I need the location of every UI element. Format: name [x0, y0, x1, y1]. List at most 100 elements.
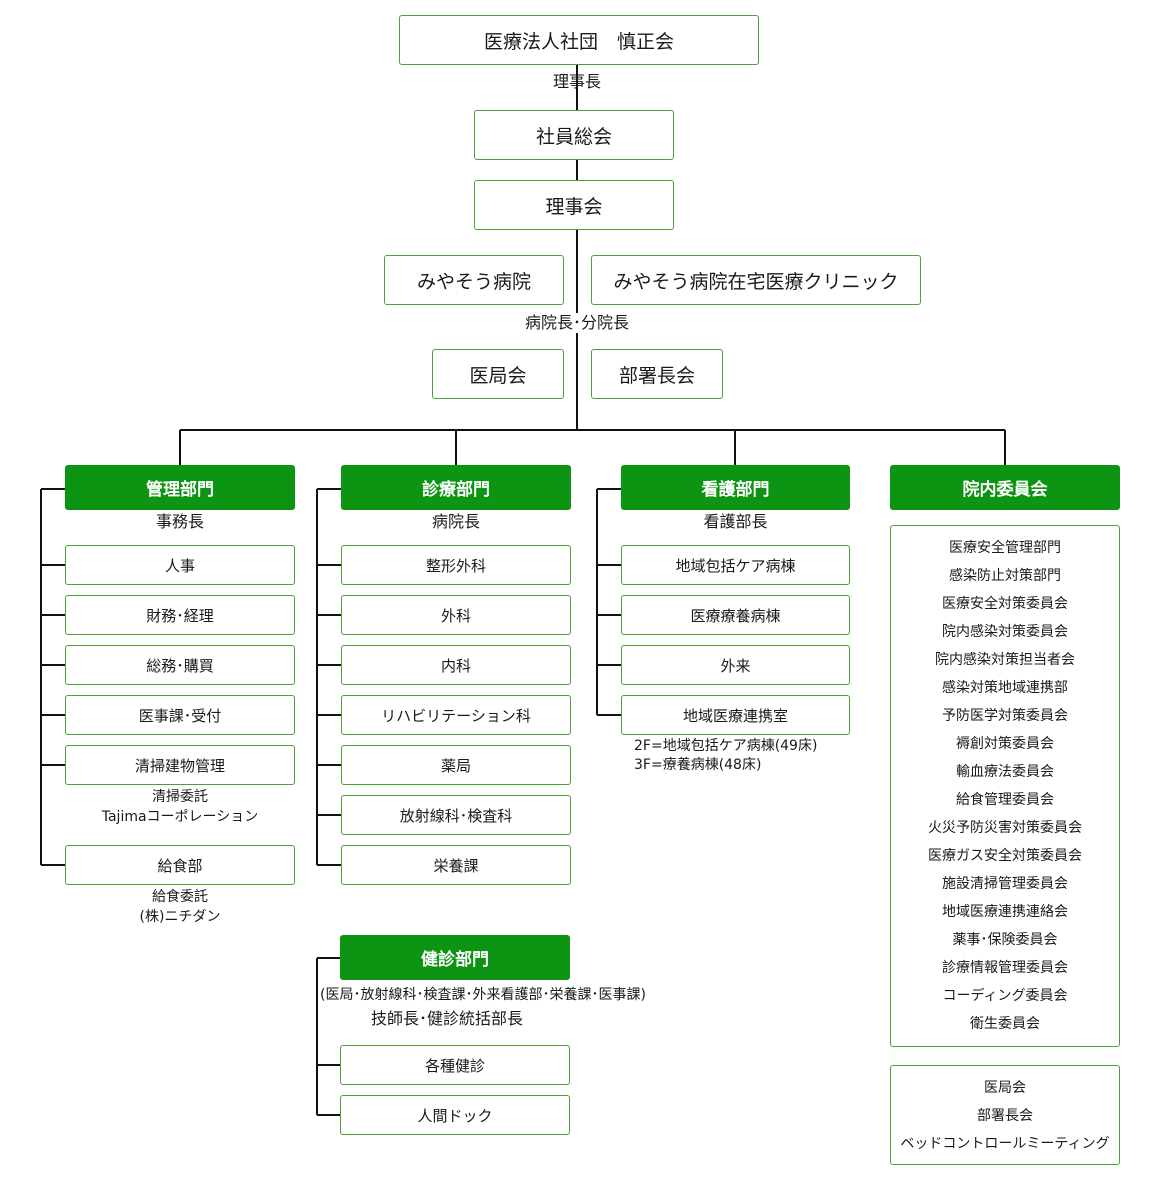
nursing-item-label: 外来: [720, 656, 751, 675]
committee-item: 給食管理委員会: [956, 792, 1054, 808]
meeting-item: ベッドコントロールミーティング: [900, 1136, 1110, 1152]
committee-item: 衛生委員会: [970, 1016, 1040, 1032]
nursing-item: 地域包括ケア病棟: [621, 545, 850, 585]
committee-item: 医療安全対策委員会: [942, 596, 1068, 612]
nursing-note-2: 3F=療養病棟(48床): [634, 757, 762, 773]
hospital-box: みやそう病院: [384, 255, 564, 305]
committee-item: 診療情報管理委員会: [942, 960, 1068, 976]
management-item-label: 清掃建物管理: [134, 756, 225, 775]
checkup-item-label: 各種健診: [424, 1056, 485, 1075]
committee-item: 予防医学対策委員会: [942, 708, 1068, 724]
committee-item: コーディング委員会: [942, 988, 1068, 1004]
committee-item: 褥創対策委員会: [956, 736, 1054, 752]
general-meeting-label: 社員総会: [535, 125, 612, 148]
board-box: 理事会: [474, 180, 674, 230]
checkup-item-label: 人間ドック: [417, 1106, 493, 1125]
committee-item: 医療ガス安全対策委員会: [928, 848, 1082, 864]
medical-item: 栄養課: [341, 845, 571, 885]
nursing-header: 看護部門: [621, 465, 850, 510]
medical-head: 病院長: [431, 512, 480, 531]
medical-office-box: 医局会: [432, 349, 564, 399]
medical-item: 薬局: [341, 745, 571, 785]
cleaning-note-1: 清掃委託: [152, 789, 208, 805]
medical-item-label: リハビリテーション科: [381, 706, 531, 725]
nursing-title: 看護部門: [701, 480, 770, 500]
management-head: 事務長: [155, 512, 204, 531]
nursing-item-label: 地域包括ケア病棟: [675, 556, 796, 575]
medical-item-label: 外科: [440, 606, 471, 625]
management-header: 管理部門: [65, 465, 295, 510]
chairman-label: 理事長: [552, 72, 601, 91]
management-item: 財務･経理: [65, 595, 295, 635]
management-item-label: 医事課･受付: [138, 706, 222, 725]
medical-office-label: 医局会: [469, 364, 527, 387]
medical-item-label: 整形外科: [425, 556, 486, 575]
directors-label: 病院長･分院長: [497, 313, 657, 333]
clinic-label: みやそう病院在宅医療クリニック: [613, 270, 899, 293]
dept-heads-box: 部署長会: [591, 349, 723, 399]
committee-item: 感染防止対策部門: [949, 568, 1061, 584]
food-note-1: 給食委託: [152, 889, 208, 905]
management-title: 管理部門: [146, 480, 214, 500]
management-item-label: 給食部: [157, 856, 203, 875]
medical-item-label: 薬局: [440, 756, 471, 775]
medical-item: リハビリテーション科: [341, 695, 571, 735]
hospital-label: みやそう病院: [416, 270, 531, 293]
nursing-head: 看護部長: [703, 512, 768, 531]
committee-item: 輸血療法委員会: [956, 764, 1054, 780]
committee-item: 薬事･保険委員会: [952, 932, 1058, 948]
corporation-name: 医療法人社団 慎正会: [483, 30, 674, 53]
nursing-item: 医療療養病棟: [621, 595, 850, 635]
general-meeting-box: 社員総会: [474, 110, 674, 160]
checkup-item: 各種健診: [340, 1045, 570, 1085]
committee-item: 火災予防災害対策委員会: [928, 820, 1082, 836]
medical-item-label: 放射線科･検査科: [399, 806, 513, 825]
management-item-label: 財務･経理: [146, 606, 214, 625]
medical-item-label: 内科: [440, 656, 471, 675]
corporation-box: 医療法人社団 慎正会: [399, 15, 759, 65]
meeting-list: 医局会 部署長会 ベッドコントロールミーティング: [890, 1065, 1120, 1165]
nursing-item: 地域医療連携室: [621, 695, 850, 735]
nursing-item-label: 医療療養病棟: [690, 606, 781, 625]
committee-title: 院内委員会: [962, 480, 1048, 500]
checkup-item: 人間ドック: [340, 1095, 570, 1135]
management-item: 総務･購買: [65, 645, 295, 685]
meeting-item: 部署長会: [977, 1108, 1033, 1124]
cleaning-note-2: Tajimaコーポレーション: [101, 809, 259, 825]
management-item: 人事: [65, 545, 295, 585]
medical-item: 外科: [341, 595, 571, 635]
committee-header: 院内委員会: [890, 465, 1120, 510]
food-note-2: (株)ニチダン: [139, 909, 221, 925]
management-item: 医事課･受付: [65, 695, 295, 735]
committee-item: 感染対策地域連携部: [942, 680, 1068, 696]
nursing-note-1: 2F=地域包括ケア病棟(49床): [634, 738, 818, 754]
meeting-item: 医局会: [984, 1080, 1026, 1096]
nursing-item: 外来: [621, 645, 850, 685]
committee-item: 施設清掃管理委員会: [942, 876, 1068, 892]
management-item-label: 人事: [164, 556, 195, 575]
medical-title: 診療部門: [422, 480, 490, 500]
medical-item: 整形外科: [341, 545, 571, 585]
clinic-box: みやそう病院在宅医療クリニック: [591, 255, 921, 305]
management-item-label: 総務･購買: [146, 656, 214, 675]
committee-item: 院内感染対策委員会: [942, 624, 1068, 640]
medical-item: 放射線科･検査科: [341, 795, 571, 835]
committee-item: 地域医療連携連絡会: [942, 904, 1068, 920]
medical-header: 診療部門: [341, 465, 571, 510]
checkup-header: 健診部門: [340, 935, 570, 980]
management-item: 給食部: [65, 845, 295, 885]
checkup-head: 技師長･健診統括部長: [371, 1009, 524, 1028]
board-label: 理事会: [545, 195, 603, 218]
nursing-item-label: 地域医療連携室: [682, 706, 788, 725]
dept-heads-label: 部署長会: [618, 364, 695, 387]
medical-item-label: 栄養課: [433, 856, 479, 875]
checkup-members: (医局･放射線科･検査課･外来看護部･栄養課･医事課): [320, 987, 646, 1003]
management-item: 清掃建物管理: [65, 745, 295, 785]
medical-item: 内科: [341, 645, 571, 685]
committee-item: 院内感染対策担当者会: [935, 652, 1075, 668]
checkup-title: 健診部門: [421, 950, 489, 970]
committee-item: 医療安全管理部門: [949, 540, 1061, 556]
committee-list: 医療安全管理部門 感染防止対策部門 医療安全対策委員会 院内感染対策委員会 院内…: [890, 525, 1120, 1047]
